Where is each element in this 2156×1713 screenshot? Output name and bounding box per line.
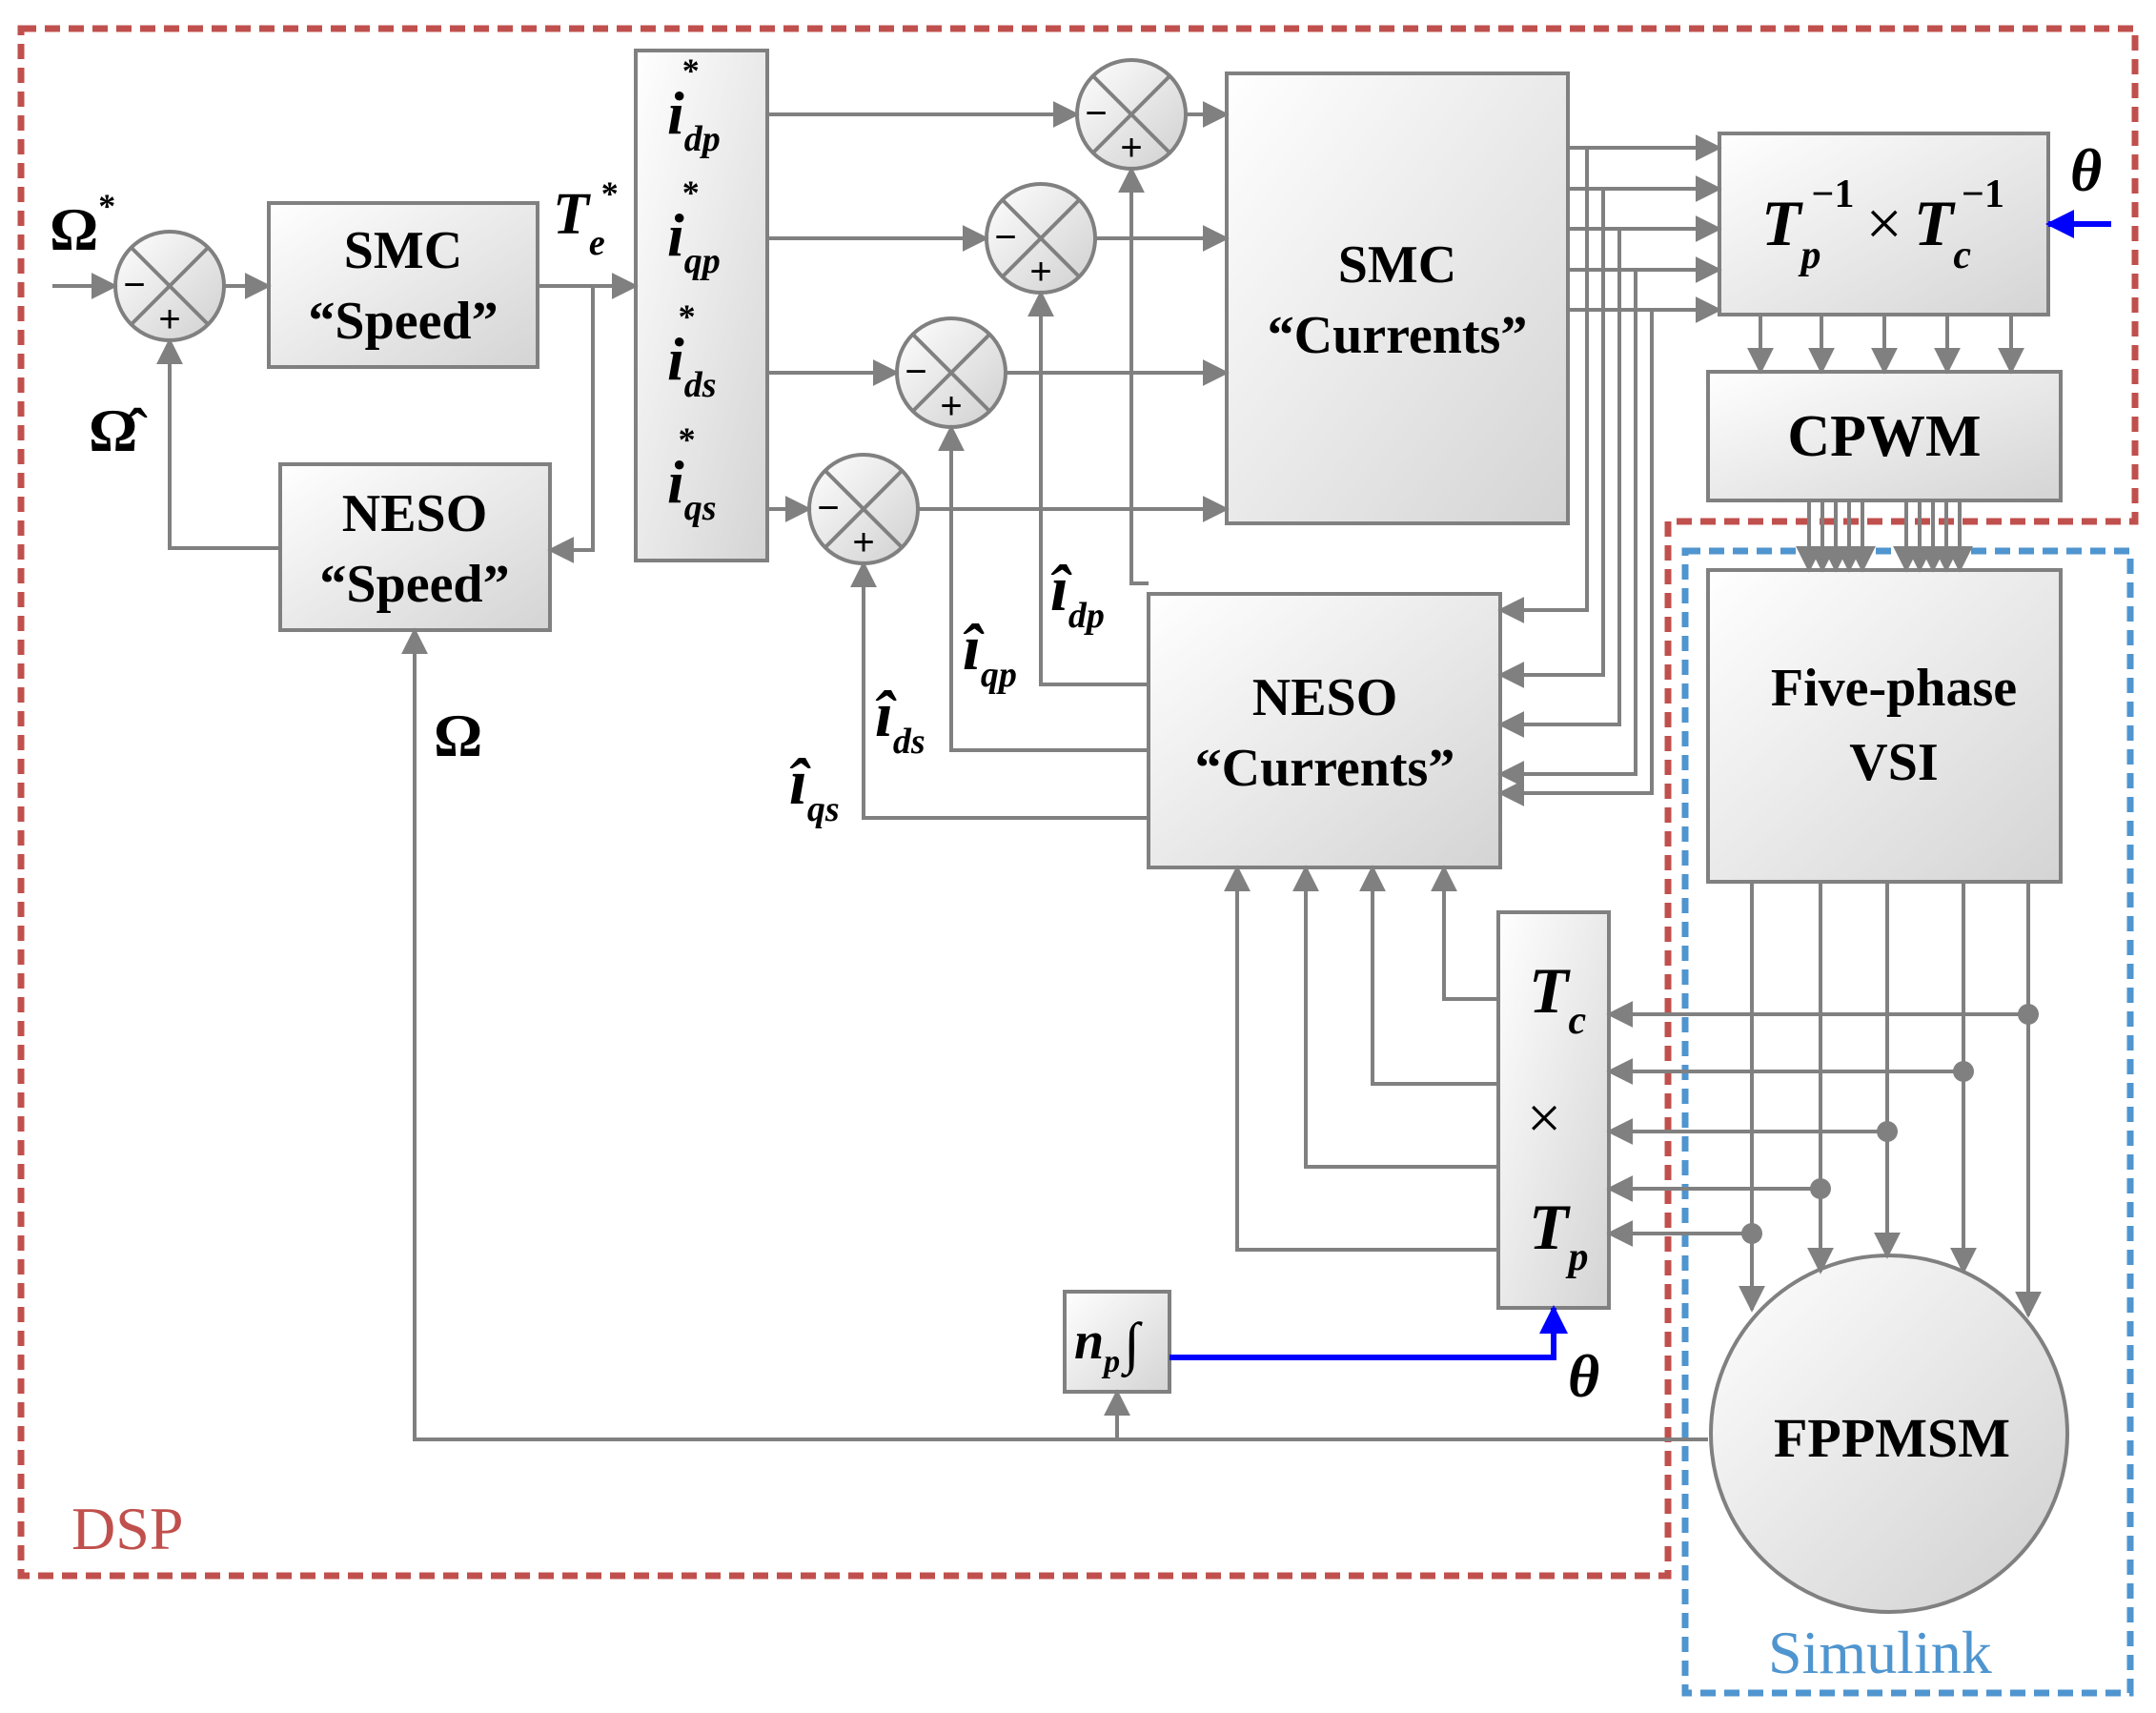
dsp-region-border: [17, 25, 2139, 1580]
cpwm-to-vsi-connections: [1796, 500, 1973, 573]
vsi-line1: Five-phase: [1771, 659, 2017, 718]
estimate-label-idp: îdp: [1050, 552, 1105, 636]
svg-text:+: +: [940, 385, 962, 427]
svg-text:+: +: [1029, 251, 1051, 293]
speed-loop-connections: [52, 273, 1708, 1441]
reference-currents-block: [634, 49, 769, 562]
forward-transform-t2: Tp: [1529, 1191, 1589, 1279]
transform-to-cpwm-connections: [1747, 315, 2024, 375]
neso-speed-line1: NESO: [342, 484, 488, 543]
ref-label-idp: idp*: [667, 51, 721, 159]
svg-text:−: −: [123, 264, 145, 306]
theta-top-label: θ: [2070, 136, 2102, 204]
omega-hat-label: Ω̂: [89, 397, 148, 464]
ref-label-iqs: iqs*: [667, 420, 717, 528]
smc-speed-line2: “Speed”: [308, 292, 498, 351]
estimate-label-iqp: îqp: [963, 611, 1017, 695]
sum-junction-qp: − +: [985, 182, 1097, 295]
cpwm-block: [1706, 370, 2063, 502]
reference-current-connections: [767, 101, 1230, 522]
dsp-label: DSP: [71, 1495, 183, 1562]
estimate-feedback-connections: [850, 166, 1149, 820]
neso-currents-block: [1147, 592, 1502, 869]
vsi-block: [1706, 568, 2063, 884]
theta-line-bottom: [1170, 1305, 1568, 1360]
svg-text:+: +: [158, 298, 180, 340]
svg-text:−: −: [994, 216, 1016, 258]
vsi-line2: VSI: [1849, 733, 1938, 792]
sum-junction-qs: − +: [807, 453, 920, 565]
smc-speed-line1: SMC: [344, 221, 462, 280]
forward-transform-block: [1496, 910, 1611, 1310]
speed-sum-junction: − +: [113, 230, 226, 342]
sum-junction-ds: − +: [895, 316, 1007, 429]
torque-ref-label: Te*: [553, 174, 619, 263]
cpwm-label: CPWM: [1787, 404, 1981, 469]
integrator-label: np∫: [1074, 1312, 1143, 1379]
smc-currents-line1: SMC: [1338, 235, 1456, 295]
svg-text:+: +: [1120, 127, 1142, 169]
smc-currents-block: [1225, 71, 1570, 525]
smc-output-connections: [1497, 134, 1722, 806]
inverse-transform-text: Tp−1×Tc−1: [1761, 173, 2004, 277]
smc-currents-line2: “Currents”: [1268, 306, 1528, 365]
simulink-label: Simulink: [1768, 1619, 1992, 1686]
sum-junction-dp: − +: [1075, 58, 1188, 171]
neso-currents-line1: NESO: [1252, 668, 1398, 727]
forward-transform-op: ×: [1527, 1084, 1561, 1152]
svg-text:−: −: [817, 487, 839, 529]
neso-currents-line2: “Currents”: [1195, 739, 1455, 798]
ref-label-iqp: iqp*: [667, 173, 721, 281]
fppmsm-label: FPPMSM: [1774, 1407, 2010, 1469]
omega-label: Ω: [434, 702, 482, 769]
ref-label-ids: ids*: [667, 297, 717, 405]
svg-text:−: −: [1085, 92, 1107, 134]
omega-ref-label: Ω*: [50, 187, 115, 263]
neso-speed-line2: “Speed”: [319, 555, 509, 614]
forward-transform-t1: Tc: [1529, 954, 1587, 1043]
svg-text:+: +: [852, 521, 874, 563]
vsi-to-motor-connections: [1606, 882, 2042, 1318]
estimate-label-ids: îds: [875, 678, 925, 762]
transform-to-neso-connections: [1224, 865, 1498, 1252]
integrator-block: [1063, 1290, 1171, 1394]
svg-text:−: −: [905, 351, 926, 393]
estimate-label-iqs: îqs: [789, 745, 840, 829]
theta-bottom-label: θ: [1568, 1342, 1599, 1410]
